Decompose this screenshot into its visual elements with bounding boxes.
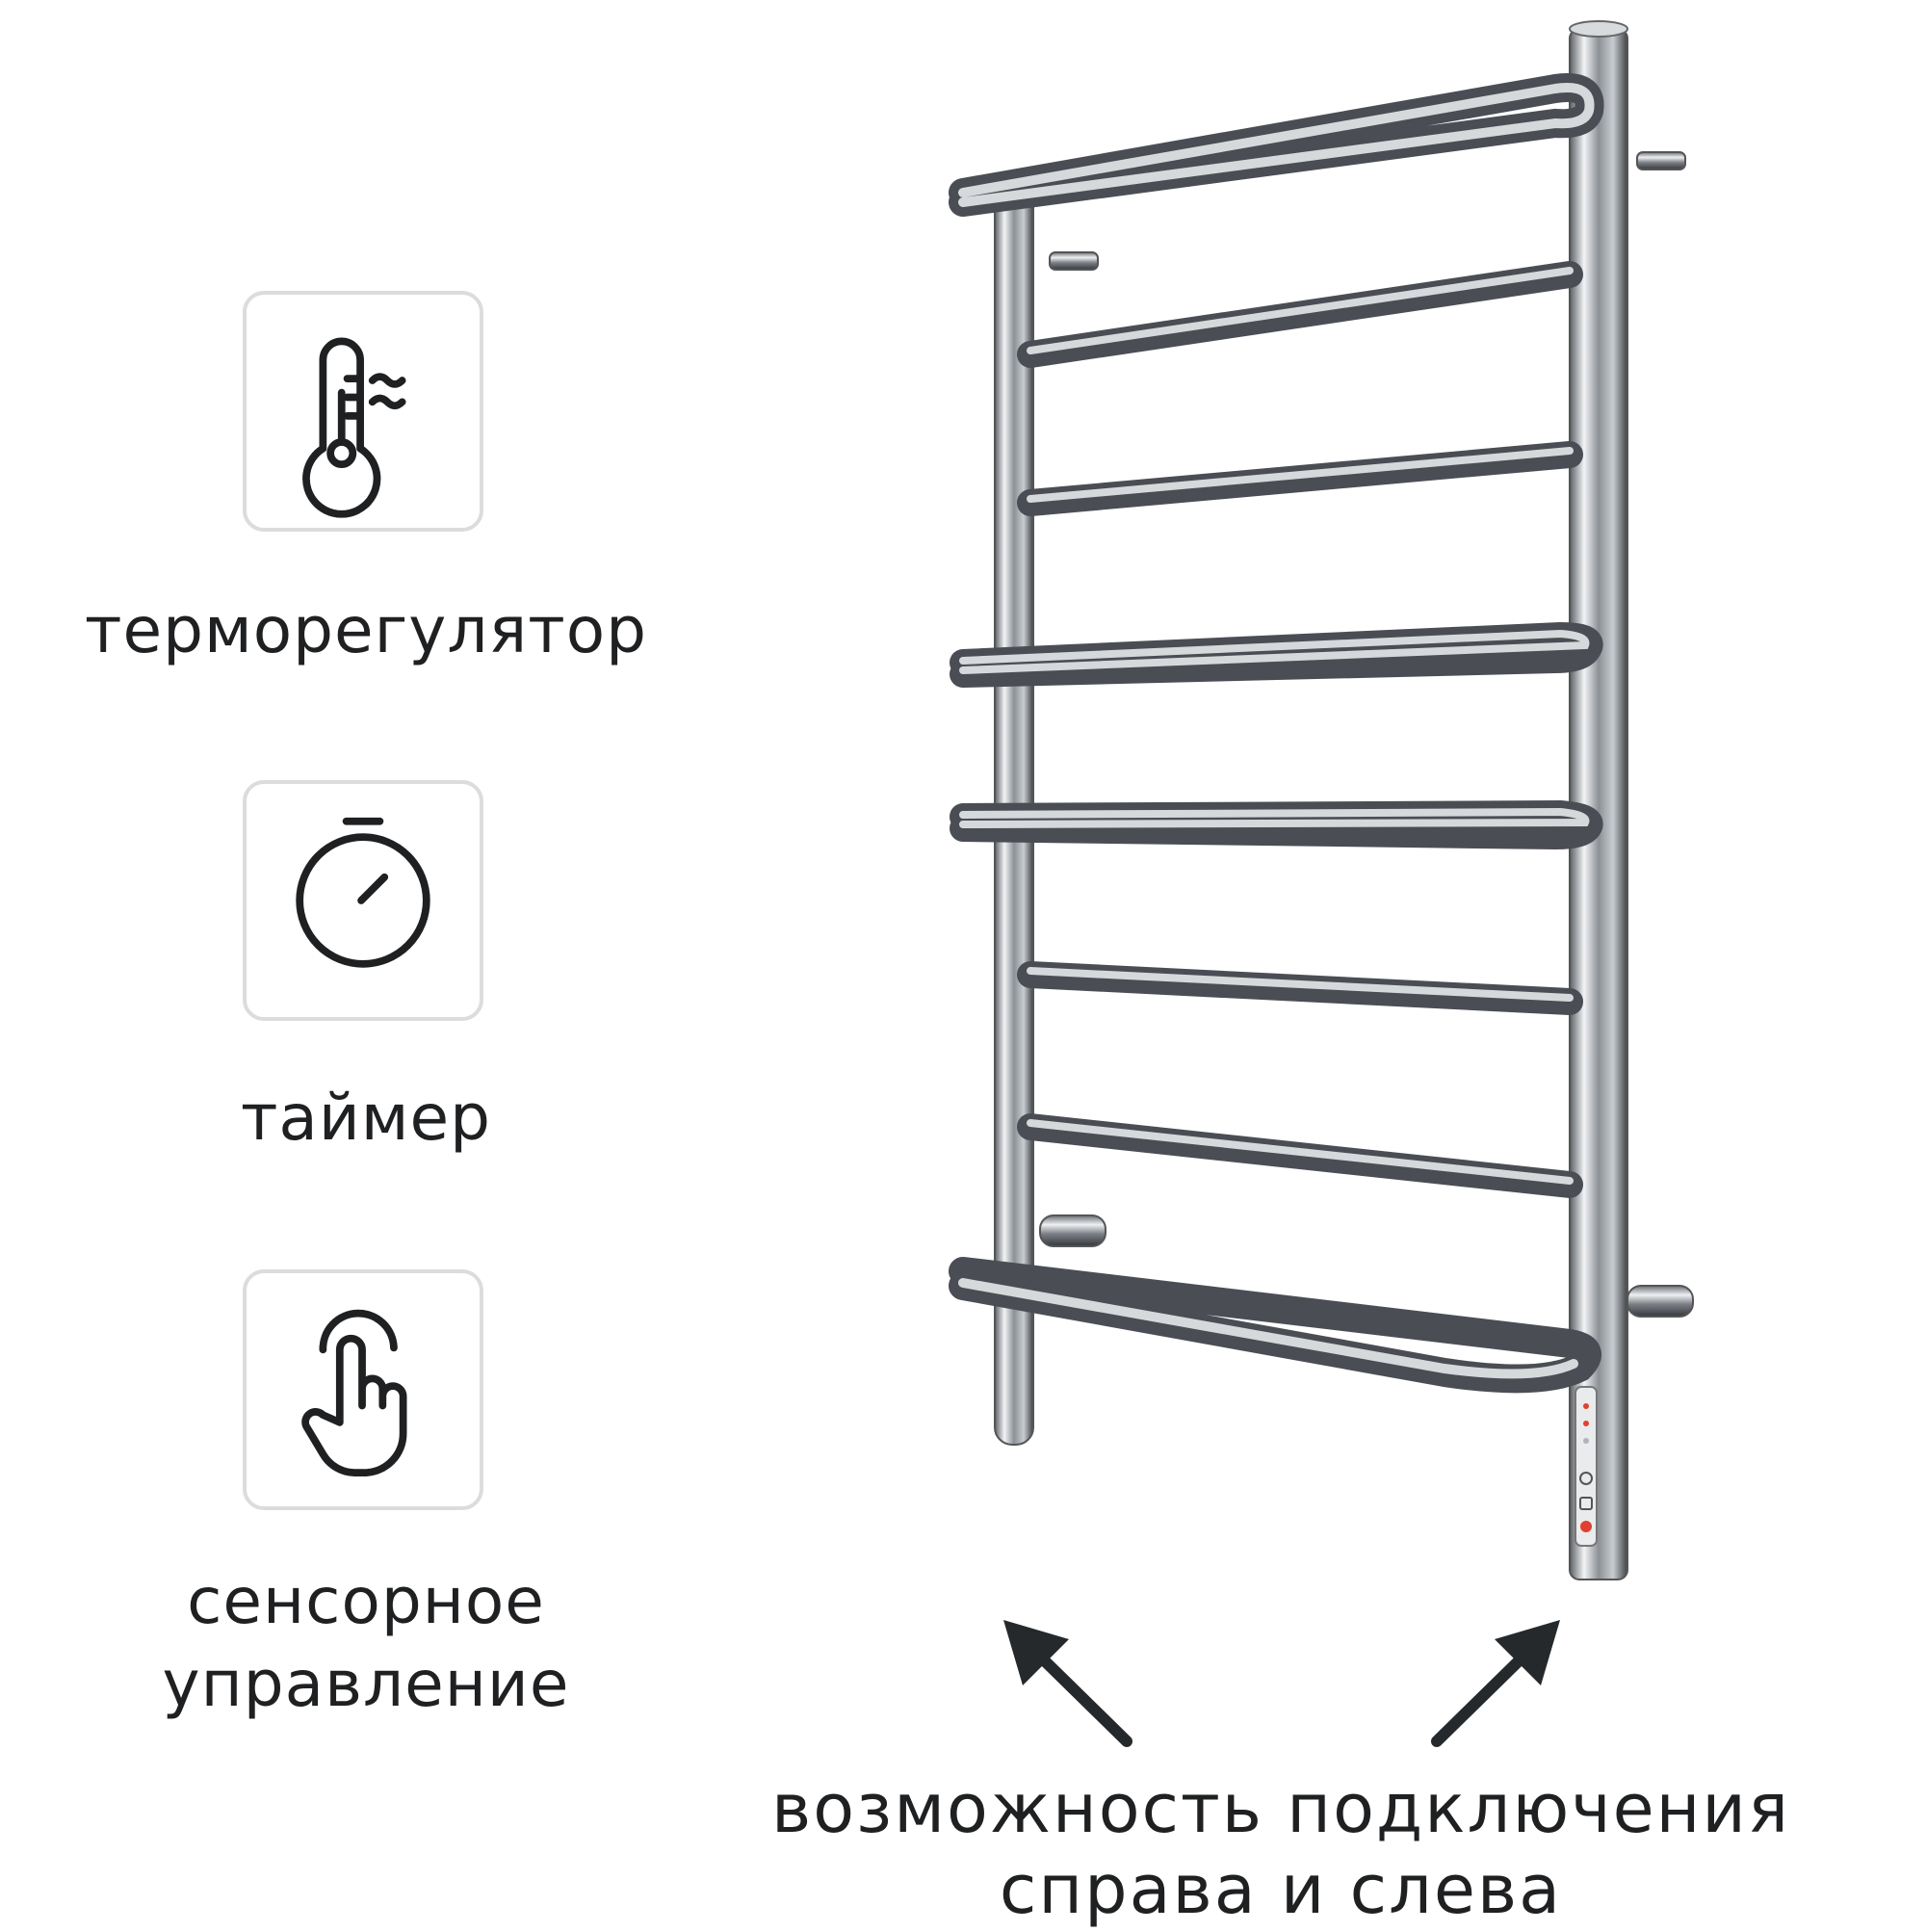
thermostat-feature-box <box>243 291 483 532</box>
feature-label-timer: таймер <box>240 1081 492 1155</box>
feature-label-thermostat: терморегулятор <box>85 593 647 667</box>
timer-feature-box <box>243 780 483 1021</box>
connection-caption-line2: справа и слева <box>999 1850 1563 1929</box>
feature-label-touch-line: сенсорное управление <box>0 1560 732 1726</box>
touch-hand-icon <box>301 1309 407 1477</box>
connection-caption-line1: возможность подключения <box>770 1769 1791 1848</box>
touch-control-feature-box <box>243 1269 483 1510</box>
feature-label-touch: сенсорное управление <box>162 1564 570 1721</box>
thermometer-icon <box>302 337 406 518</box>
timer-icon <box>296 817 430 968</box>
